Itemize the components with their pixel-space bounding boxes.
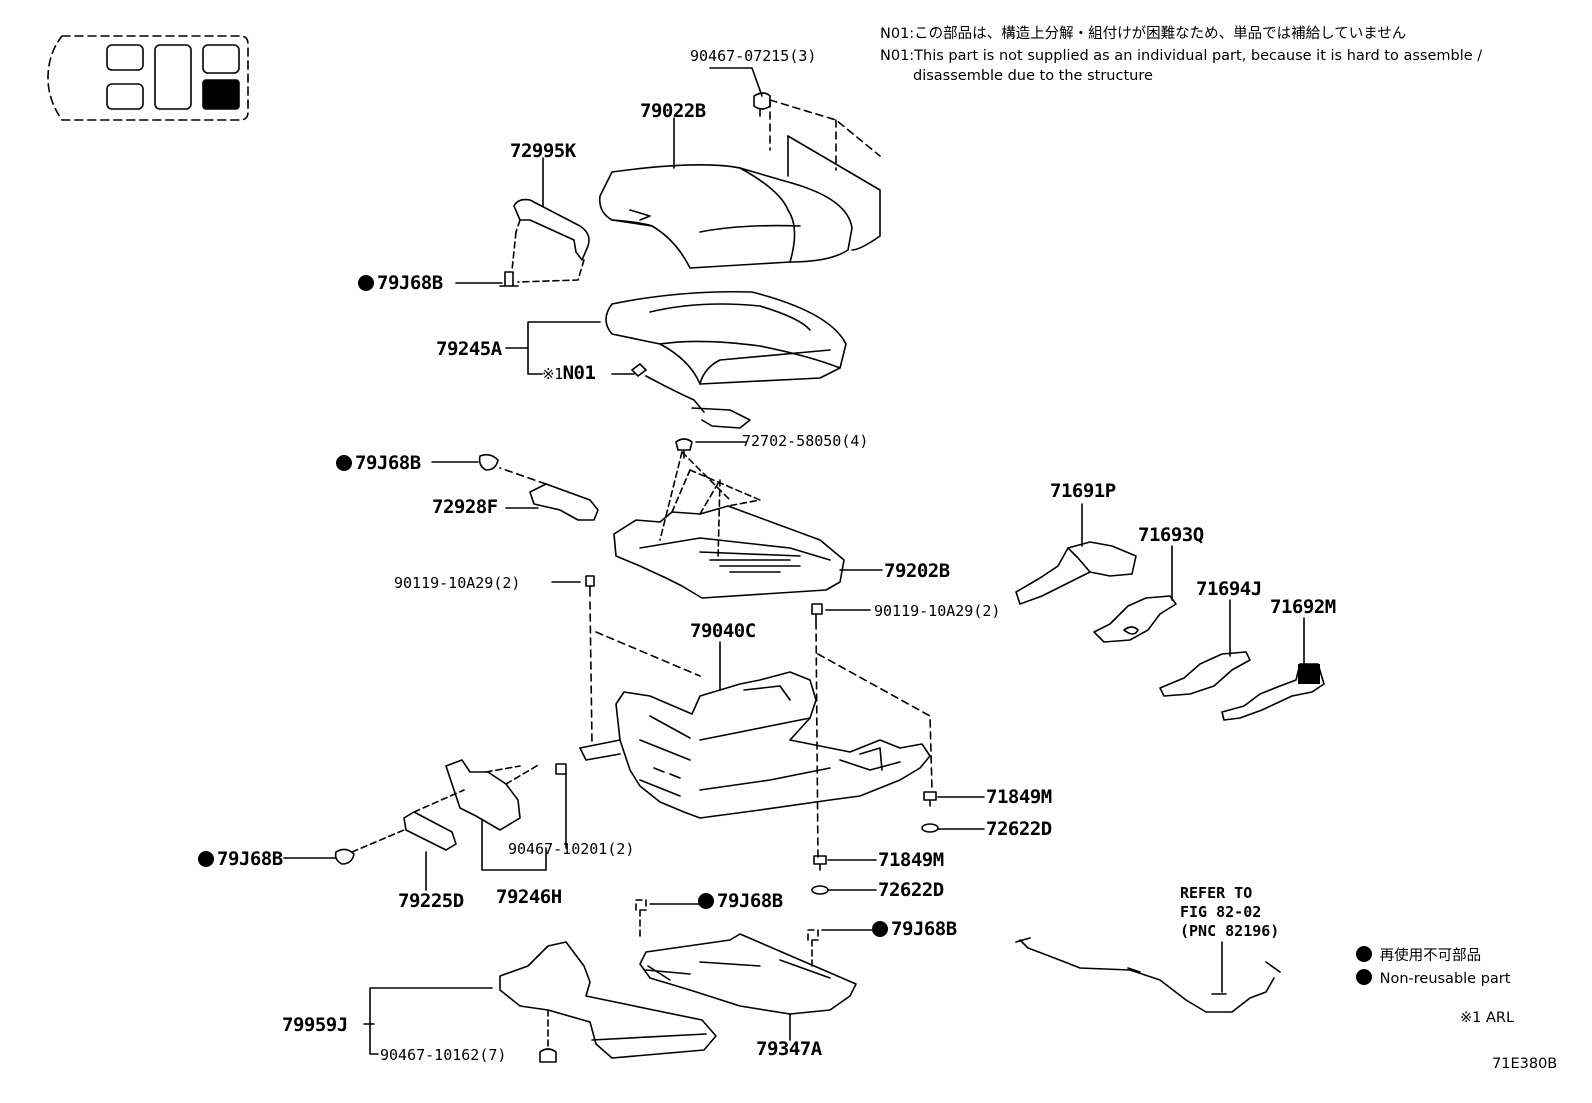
note-n01-jp: N01:この部品は、構造上分解・組付けが困難なため、単品では補給していません — [880, 26, 1407, 42]
non-reusable-dot-icon — [872, 921, 888, 937]
cover-71692m — [1221, 663, 1325, 721]
part-label-72928f: 72928F — [432, 496, 498, 518]
part-label-71692m: 71692M — [1270, 596, 1336, 618]
base-frame-79040c — [579, 601, 933, 861]
refer-line2: FIG 82-02 — [1180, 903, 1262, 921]
part-label-71691p: 71691P — [1050, 480, 1116, 502]
part-label-71694j: 71694J — [1196, 578, 1262, 600]
non-reusable-dot-icon — [358, 275, 374, 291]
part-label-72702-58050: 72702-58050(4) — [742, 432, 869, 450]
part-label-72622d-2: 72622D — [878, 879, 944, 901]
cover-72928f — [499, 467, 599, 521]
cover-71694j — [1159, 651, 1251, 697]
seat-frame-79202b — [613, 451, 845, 599]
legend-arl: ※1 ARL — [1460, 1010, 1515, 1026]
part-label-79040c: 79040C — [690, 620, 756, 642]
note-n01-en-line1: N01:This part is not supplied as an indi… — [880, 48, 1483, 64]
cover-79246h — [445, 759, 541, 831]
cover-71691p — [1015, 541, 1137, 605]
part-label-79959j: 79959J — [282, 1014, 348, 1036]
seat-cover-79022b — [598, 135, 881, 269]
non-reusable-dot-icon — [198, 851, 214, 867]
non-reusable-dot-icon — [1356, 969, 1372, 985]
part-label-90119-10a29-right: 90119-10A29(2) — [874, 602, 1001, 620]
part-label-79j68b-5: 79J68B — [872, 918, 957, 940]
refer-line3: (PNC 82196) — [1180, 922, 1280, 940]
part-label-n01: ※1N01 — [542, 362, 596, 384]
non-reusable-dot-icon — [336, 455, 352, 471]
note-n01-en-line2: disassemble due to the structure — [913, 68, 1153, 84]
part-label-79j68b-1: 79J68B — [358, 272, 443, 294]
cover-79347a — [639, 933, 857, 1015]
non-reusable-dot-icon — [698, 893, 714, 909]
part-label-71849m-1: 71849M — [986, 786, 1052, 808]
part-label-79225d: 79225D — [398, 890, 464, 912]
wire-harness — [1015, 937, 1281, 1013]
cover-71693q — [1093, 595, 1177, 643]
non-reusable-dot-icon — [1356, 946, 1372, 962]
part-label-79245a: 79245A — [436, 338, 502, 360]
bracket-72995k — [511, 198, 590, 283]
part-label-90119-10a29-left: 90119-10A29(2) — [394, 574, 521, 592]
bracket-79225d — [351, 789, 465, 853]
part-label-72995k: 72995K — [510, 140, 576, 162]
part-label-79202b: 79202B — [884, 560, 950, 582]
refer-line1: REFER TO — [1180, 884, 1253, 902]
sensor-n01 — [631, 363, 751, 429]
part-label-79j68b-4: 79J68B — [698, 890, 783, 912]
seat-locator-icon — [47, 35, 249, 121]
part-label-79347a: 79347A — [756, 1038, 822, 1060]
seat-pad-79245a — [605, 290, 847, 385]
clip-90467-07215 — [753, 92, 771, 117]
part-label-79246h: 79246H — [496, 886, 562, 908]
cover-79959j — [499, 941, 717, 1059]
part-label-79j68b-3: 79J68B — [198, 848, 283, 870]
part-label-71693q: 71693Q — [1138, 524, 1204, 546]
part-label-90467-10162: 90467-10162(7) — [380, 1046, 507, 1064]
part-label-72622d-1: 72622D — [986, 818, 1052, 840]
part-label-90467-10201: 90467-10201(2) — [508, 840, 635, 858]
part-label-79022b: 79022B — [640, 100, 706, 122]
part-label-90467-07215: 90467-07215(3) — [690, 47, 817, 65]
part-label-79j68b-2: 79J68B — [336, 452, 421, 474]
figure-code: 71E380B — [1492, 1056, 1558, 1072]
legend-jp: 再使用不可部品 — [1356, 944, 1481, 965]
part-label-71849m-2: 71849M — [878, 849, 944, 871]
legend-en: Non-reusable part — [1356, 969, 1510, 987]
